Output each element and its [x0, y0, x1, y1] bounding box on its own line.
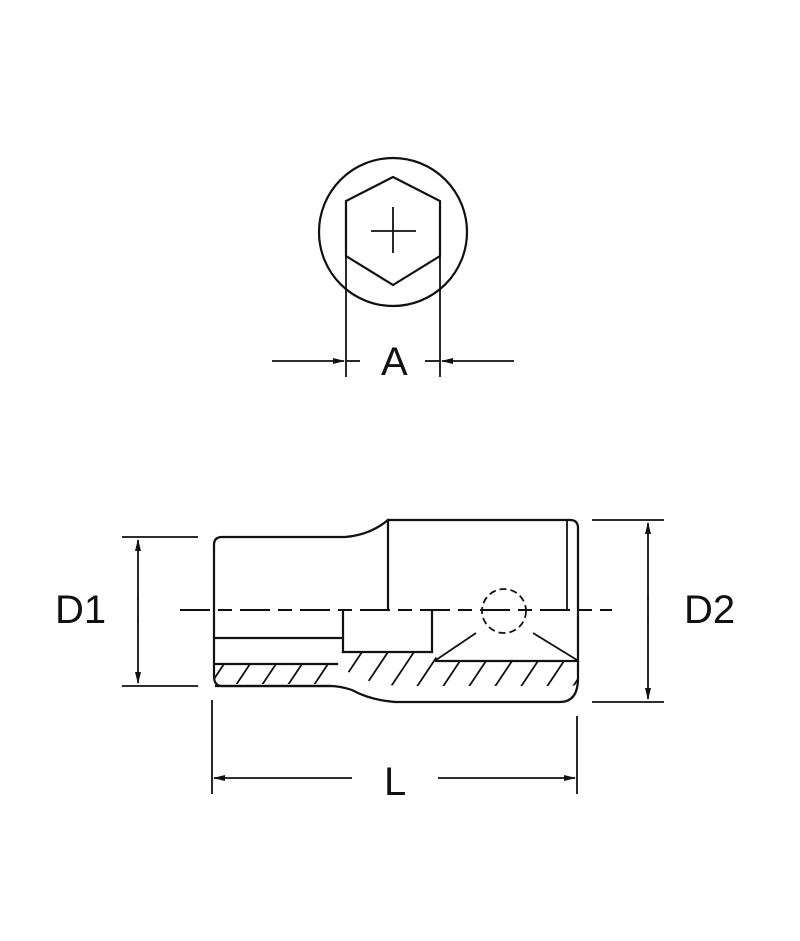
socket-outer-circle	[317, 156, 469, 308]
dim-label-l: L	[384, 760, 407, 804]
hex-opening	[344, 175, 442, 287]
side-section-view	[122, 518, 664, 794]
dim-label-d1: D1	[55, 588, 107, 632]
top-view	[272, 156, 514, 377]
dim-label-d2: D2	[684, 588, 736, 632]
ball-detent	[481, 588, 527, 634]
section-hatch	[214, 652, 578, 686]
socket-outer-profile	[212, 518, 580, 704]
dim-label-a: A	[381, 340, 408, 384]
